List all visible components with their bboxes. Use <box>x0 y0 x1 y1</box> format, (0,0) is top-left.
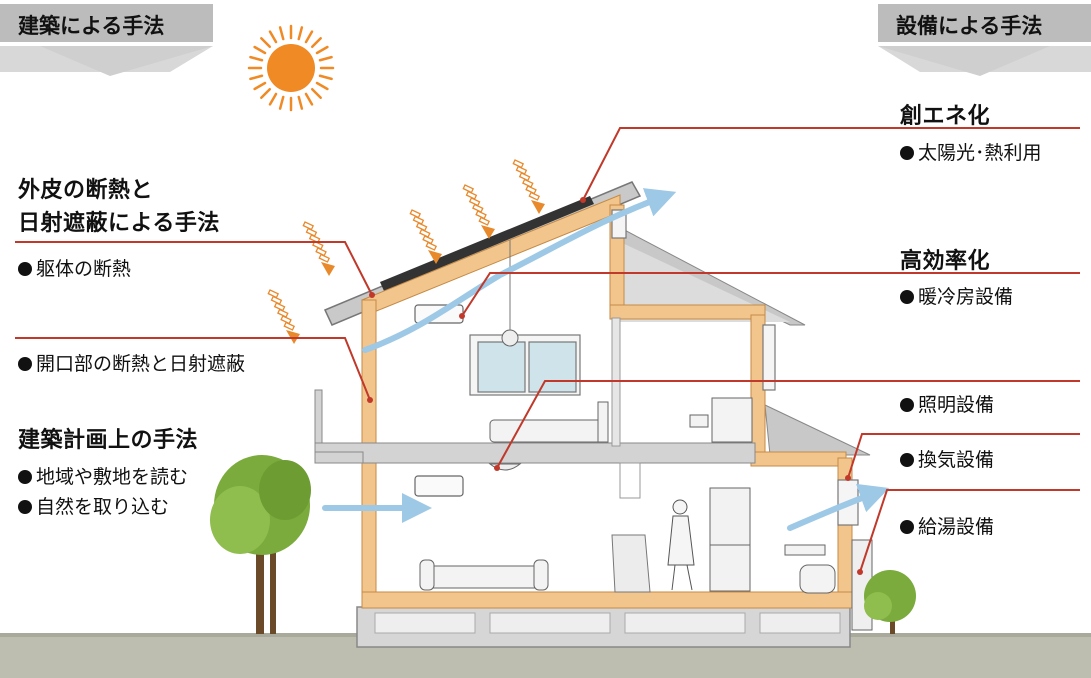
left-header-tab <box>0 4 213 76</box>
air-flow-arrow-icon <box>322 188 890 531</box>
window <box>469 209 859 526</box>
air-conditioner <box>414 304 464 497</box>
hvac-item: 暖冷房設備 <box>900 282 1013 309</box>
bullet-icon <box>900 453 914 467</box>
generation-title: 創エネ化 <box>900 104 991 129</box>
desk <box>689 397 753 443</box>
bush-icon <box>864 570 916 634</box>
planning-item-site: 地域や敷地を読む <box>18 462 188 489</box>
bullet-icon <box>18 357 32 371</box>
solar-panel <box>380 196 594 291</box>
bullet-icon <box>900 146 914 160</box>
water-heating-item: 給湯設備 <box>900 512 994 539</box>
right-header-label: 設備による手法 <box>896 14 1043 38</box>
bullet-icon <box>18 470 32 484</box>
person-figure <box>667 499 695 591</box>
left-header-label: 建築による手法 <box>18 14 165 38</box>
ceiling-light <box>501 329 519 347</box>
envelope-title-line1: 外皮の断熱と <box>18 178 154 203</box>
lighting-item: 照明設備 <box>900 390 994 417</box>
tree-icon <box>210 455 311 634</box>
generation-item: 太陽光･熱利用 <box>900 138 1042 165</box>
bullet-icon <box>18 500 32 514</box>
bullet-icon <box>18 262 32 276</box>
refrigerator <box>709 487 751 592</box>
sun-icon <box>247 24 335 112</box>
kitchen-counter <box>611 534 651 593</box>
envelope-title-line2: 日射遮蔽による手法 <box>18 211 220 236</box>
leader-lines <box>15 127 1080 573</box>
foundation <box>356 606 851 648</box>
bullet-icon <box>900 290 914 304</box>
planning-title: 建築計画上の手法 <box>18 428 199 453</box>
envelope-item-body: 躯体の断熱 <box>18 254 131 281</box>
heat-ray-icon <box>267 159 545 344</box>
efficiency-title: 高効率化 <box>900 249 991 274</box>
bed <box>489 401 609 443</box>
bullet-icon <box>900 398 914 412</box>
balcony <box>314 389 323 444</box>
ventilation-item: 換気設備 <box>900 445 994 472</box>
sink <box>784 544 836 594</box>
right-header-tab <box>878 4 1091 76</box>
sofa <box>419 559 549 591</box>
planning-item-nature: 自然を取り込む <box>18 492 169 519</box>
bullet-icon <box>900 520 914 534</box>
envelope-item-openings: 開口部の断熱と日射遮蔽 <box>18 349 245 376</box>
annex-roof <box>764 404 871 456</box>
second-floor-slab <box>314 442 756 464</box>
